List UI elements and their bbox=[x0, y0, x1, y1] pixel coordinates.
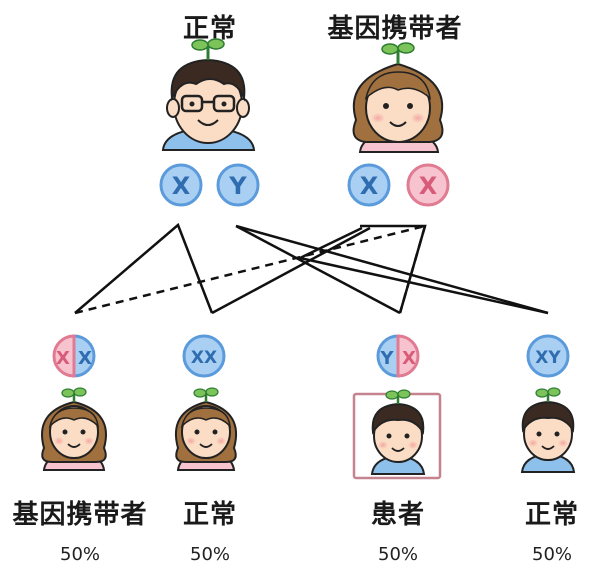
mother-chromosome-x-carrier: X bbox=[406, 163, 450, 207]
svg-text:X: X bbox=[402, 348, 416, 369]
child4-label: 正常 bbox=[524, 500, 580, 530]
svg-text:X: X bbox=[172, 172, 191, 200]
child3-label: 患者 bbox=[370, 500, 426, 530]
line-mother-x-to-child2 bbox=[211, 226, 371, 315]
father-chromosome-x: X bbox=[159, 163, 203, 207]
child1-avatar bbox=[41, 387, 107, 471]
father-avatar bbox=[161, 38, 256, 151]
line-father-y-to-child3-4 bbox=[235, 224, 401, 315]
svg-text:X: X bbox=[360, 172, 379, 200]
child2-avatar bbox=[174, 387, 238, 471]
father-label: 正常 bbox=[182, 14, 238, 44]
line-father-x-to-child1 bbox=[74, 222, 214, 314]
svg-text:Y: Y bbox=[228, 172, 247, 200]
child1-label: 基因携带者 bbox=[12, 500, 148, 530]
svg-text:X: X bbox=[419, 172, 438, 200]
svg-text:X: X bbox=[56, 348, 70, 369]
svg-text:X: X bbox=[78, 348, 92, 369]
svg-text:XX: XX bbox=[191, 348, 217, 368]
child1-percent: 50% bbox=[59, 544, 101, 565]
child3-avatar bbox=[370, 389, 426, 475]
child2-genotype: XX bbox=[182, 334, 226, 378]
child3-percent: 50% bbox=[377, 544, 419, 565]
mother-chromosome-x-normal: X bbox=[347, 163, 391, 207]
child1-genotype: X X bbox=[52, 334, 96, 378]
inheritance-lines bbox=[74, 222, 549, 315]
child3-genotype: Y X bbox=[376, 334, 420, 378]
line-dashed-mother-carrier-to-child1 bbox=[74, 224, 426, 315]
child2-label: 正常 bbox=[182, 500, 238, 530]
line-father-y-to-child4 bbox=[235, 224, 549, 315]
child4-genotype: XY bbox=[526, 334, 570, 378]
mother-label: 基因携带者 bbox=[327, 14, 463, 44]
mother-avatar bbox=[352, 42, 444, 153]
child2-percent: 50% bbox=[189, 544, 231, 565]
line-mother-x-to-child2-4 bbox=[296, 226, 549, 315]
svg-text:Y: Y bbox=[379, 348, 394, 369]
svg-text:XY: XY bbox=[535, 348, 561, 368]
child4-percent: 50% bbox=[531, 544, 573, 565]
father-chromosome-y: Y bbox=[216, 163, 260, 207]
line-dashed-mother-carrier-to-child3 bbox=[398, 225, 427, 314]
child4-avatar bbox=[520, 387, 576, 473]
